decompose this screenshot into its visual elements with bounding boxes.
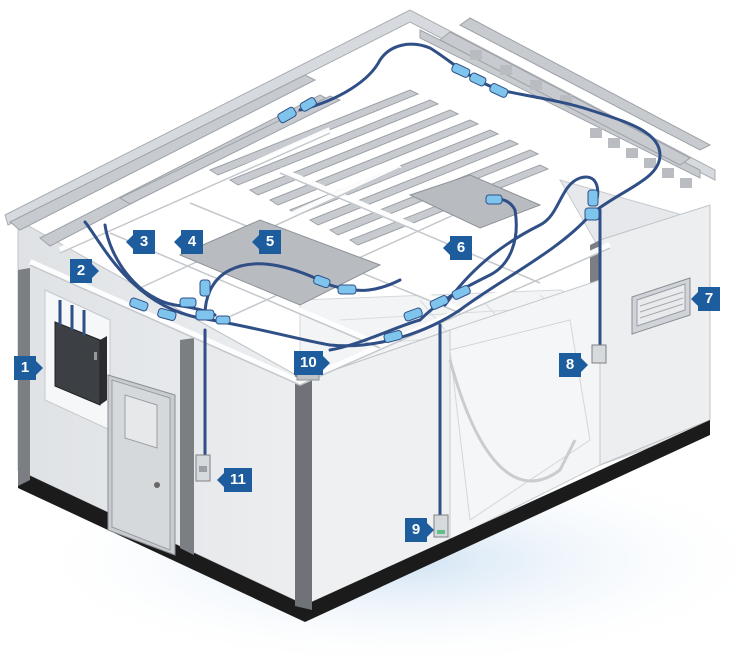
roof-top-edge bbox=[4, 9, 716, 226]
callout-6: 6 bbox=[443, 236, 472, 260]
wall-ac-unit-icon bbox=[631, 277, 691, 335]
callout-4: 4 bbox=[174, 230, 203, 254]
callout-11: 11 bbox=[217, 468, 252, 492]
callout-1: 1 bbox=[14, 356, 43, 380]
wall-switch-icon bbox=[195, 454, 211, 482]
callout-9: 9 bbox=[405, 518, 434, 542]
callout-2: 2 bbox=[70, 259, 99, 283]
roof-joist-ends bbox=[470, 50, 692, 188]
callout-3: 3 bbox=[126, 230, 155, 254]
right-wall bbox=[599, 204, 711, 466]
connector-icons bbox=[129, 63, 600, 343]
outlet-box-icon bbox=[433, 344, 607, 538]
inner-room-floor bbox=[449, 319, 591, 521]
cable-runs bbox=[83, 42, 662, 517]
electrical-panel-icon bbox=[54, 300, 107, 406]
callout-5: 5 bbox=[252, 230, 281, 254]
door-icon bbox=[107, 374, 176, 556]
callout-8: 8 bbox=[559, 353, 588, 377]
callout-10: 10 bbox=[294, 351, 330, 375]
callout-7: 7 bbox=[691, 287, 720, 311]
